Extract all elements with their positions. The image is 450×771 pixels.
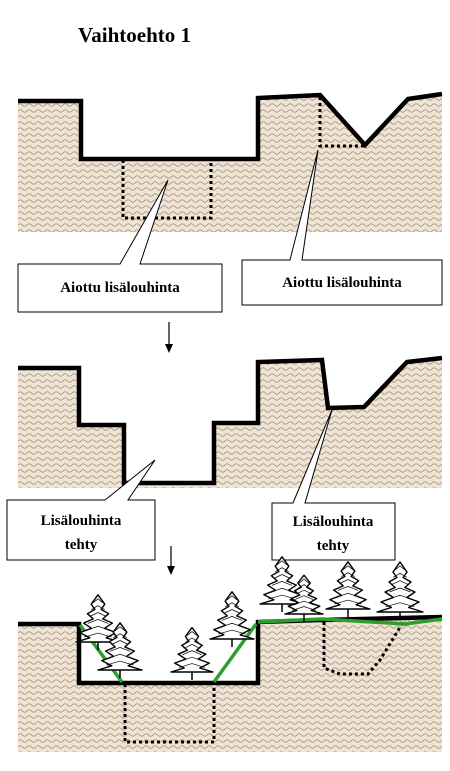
restored-slope-right <box>212 622 258 684</box>
planned-excavation-left <box>121 160 213 220</box>
restored-slope-top <box>257 617 443 626</box>
diagram-title: Vaihtoehto 1 <box>78 23 191 47</box>
excavation-outline-left <box>123 684 216 744</box>
ground-surface-1 <box>18 91 443 162</box>
callout-left-2: Lisälouhinta tehty <box>6 459 156 561</box>
spruce-tree-icon <box>209 591 255 647</box>
callout-label: Lisälouhinta <box>41 513 122 529</box>
spruce-tree-icon <box>284 574 324 622</box>
callout-label: tehty <box>65 537 98 553</box>
spruce-tree-icon <box>325 561 371 617</box>
spruce-tree-icon <box>170 626 214 680</box>
panel-restored <box>18 556 443 752</box>
spruce-tree-icon <box>376 561 424 620</box>
ground-surface-2 <box>18 355 443 486</box>
callout-label: Lisälouhinta <box>293 514 374 530</box>
excavation-outline-right <box>322 622 404 676</box>
panel-extra-excavation-done: Lisälouhinta tehty Lisälouhinta tehty <box>6 355 443 561</box>
spruce-tree-icon <box>97 622 143 678</box>
callout-left-1: Aiottu lisälouhinta <box>17 179 223 313</box>
callout-right-1: Aiottu lisälouhinta <box>241 149 443 306</box>
spruce-tree-icon <box>259 556 305 612</box>
callout-label: Aiottu lisälouhinta <box>60 280 180 296</box>
spruce-tree-icon <box>75 594 121 650</box>
callout-label: tehty <box>317 538 350 554</box>
tree-group <box>75 556 424 680</box>
down-arrow-icon <box>167 546 175 575</box>
panel-planned-extra-excavation: Aiottu lisälouhinta Aiottu lisälouhinta <box>17 91 443 313</box>
callout-label: Aiottu lisälouhinta <box>282 275 402 291</box>
down-arrow-icon <box>165 322 173 353</box>
callout-right-2: Lisälouhinta tehty <box>271 409 396 561</box>
planned-excavation-right <box>318 97 365 148</box>
